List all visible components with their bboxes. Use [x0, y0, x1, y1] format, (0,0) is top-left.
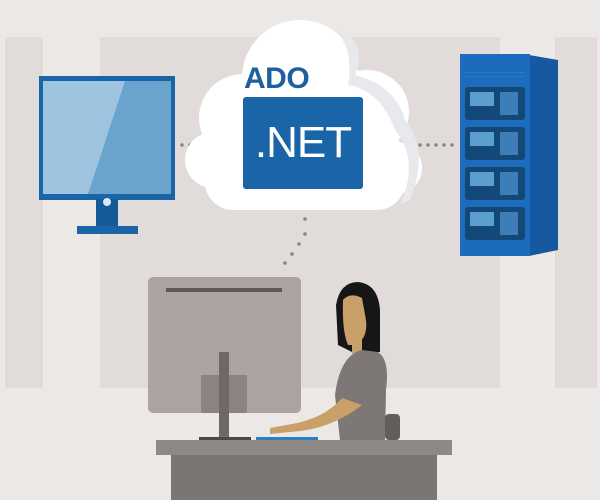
desk-icon — [156, 440, 452, 500]
desktop-workstation-icon — [148, 277, 301, 440]
ado-label: ADO — [244, 62, 310, 95]
net-label: .NET — [254, 118, 352, 167]
person-icon — [270, 282, 400, 440]
net-badge: .NET — [243, 97, 363, 189]
wall-panel-left — [5, 37, 43, 388]
wall-panel-right — [555, 37, 597, 388]
